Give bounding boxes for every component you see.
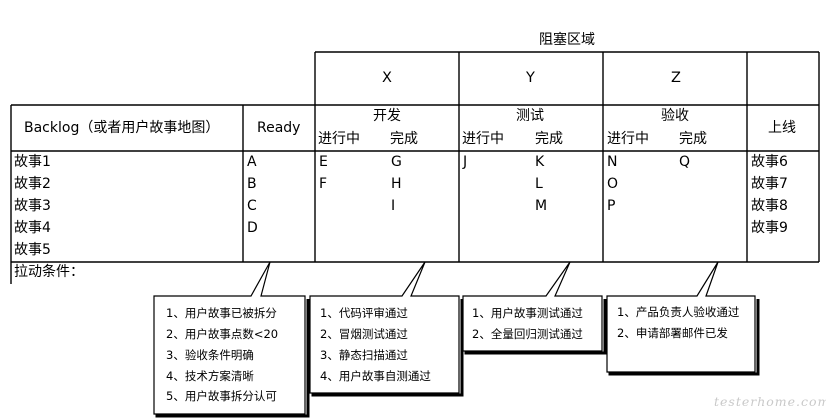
test-in-progress-item: J: [463, 154, 468, 170]
callout-3-item: 2、全量回归测试通过: [472, 327, 583, 341]
dev-done-item: H: [391, 176, 402, 192]
accept-in-progress-item: N: [607, 154, 618, 170]
ready-item: A: [247, 154, 257, 170]
ready-item: D: [247, 220, 258, 236]
accept-in-progress-item: O: [607, 176, 619, 192]
zone-y-label: Y: [526, 70, 535, 86]
accept-in-progress-header: 进行中: [607, 131, 649, 147]
dev-header: 开发: [373, 108, 401, 124]
dev-in-progress-header: 进行中: [318, 131, 360, 147]
live-header: 上线: [768, 120, 796, 136]
live-item: 故事8: [751, 198, 788, 214]
test-header: 测试: [516, 108, 544, 124]
backlog-item: 故事1: [14, 154, 51, 170]
ready-item: B: [247, 176, 257, 192]
callout-2-shape: [309, 261, 464, 397]
callout-2-item: 4、用户故事自测通过: [320, 369, 431, 383]
zone-x-label: X: [382, 70, 392, 86]
backlog-item: 故事3: [14, 198, 51, 214]
backlog-item: 故事5: [14, 242, 51, 258]
callout-3-shape: [462, 261, 607, 355]
test-done-item: M: [535, 198, 548, 214]
dev-done-item: G: [391, 154, 402, 170]
callout-1-item: 2、用户故事点数<20: [166, 327, 279, 341]
dev-in-progress-item: E: [319, 154, 328, 170]
watermark: testerhome.com: [714, 394, 826, 409]
test-in-progress-header: 进行中: [462, 131, 504, 147]
callout-2-item: 3、静态扫描通过: [320, 348, 408, 362]
ready-header: Ready: [257, 120, 301, 136]
live-item: 故事9: [751, 220, 788, 236]
backlog-header: Backlog（或者用户故事地图）: [24, 120, 220, 136]
ready-item: C: [247, 198, 257, 214]
callout-1-shape: [153, 261, 310, 418]
callout-1-item: 4、技术方案清晰: [166, 369, 254, 383]
callout-3-item: 1、用户故事测试通过: [472, 306, 583, 320]
callout-1-item: 3、验收条件明确: [166, 348, 254, 362]
callout-2-item: 1、代码评审通过: [320, 306, 408, 320]
test-done-header: 完成: [535, 131, 563, 147]
callout-4-shape: [606, 261, 760, 376]
live-item: 故事6: [751, 154, 788, 170]
backlog-item: 故事2: [14, 176, 51, 192]
zone-z-label: Z: [671, 70, 681, 86]
callout-1-item: 5、用户故事拆分认可: [166, 389, 277, 403]
accept-in-progress-item: P: [607, 198, 616, 214]
accept-header: 验收: [661, 108, 689, 124]
dev-done-header: 完成: [390, 131, 418, 147]
callout-1-item: 1、用户故事已被拆分: [166, 306, 277, 320]
backlog-item: 故事4: [14, 220, 51, 236]
accept-done-item: Q: [679, 154, 691, 170]
callout-4-item: 1、产品负责人验收通过: [617, 305, 740, 319]
live-item: 故事7: [751, 176, 788, 192]
callout-2-item: 2、冒烟测试通过: [320, 327, 408, 341]
blocked-zone-label: 阻塞区域: [539, 32, 595, 48]
test-done-item: L: [535, 176, 543, 192]
callout-4-item: 2、申请部署邮件已发: [617, 326, 728, 340]
pull-conditions-label: 拉动条件：: [14, 264, 84, 280]
test-done-item: K: [535, 154, 545, 170]
dev-in-progress-item: F: [319, 176, 328, 192]
accept-done-header: 完成: [679, 131, 707, 147]
dev-done-item: I: [391, 198, 396, 214]
